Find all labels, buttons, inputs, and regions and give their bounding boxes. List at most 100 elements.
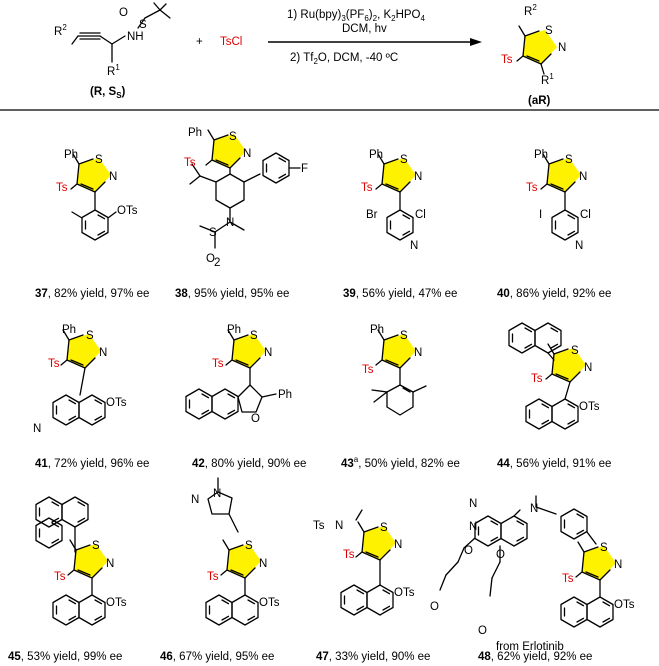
caption-38: 38, 95% yield, 95% ee: [175, 288, 289, 300]
svg-text:OTs: OTs: [106, 597, 127, 609]
caption-46: 46, 67% yield, 95% ee: [160, 651, 274, 663]
caption-39: 39, 56% yield, 47% ee: [343, 288, 457, 300]
caption-37: 37, 82% yield, 97% ee: [35, 288, 149, 300]
svg-text:O: O: [478, 625, 487, 637]
svg-text:O: O: [206, 253, 215, 265]
svg-text:Ts: Ts: [361, 182, 373, 194]
compound-48: N N N O O O O S N Ts OTs: [430, 495, 635, 637]
svg-text:S: S: [600, 542, 608, 554]
svg-text:Ph: Ph: [188, 127, 202, 139]
compound-40: Ph S N Ts I Cl N: [526, 149, 591, 252]
svg-text:S: S: [250, 330, 258, 342]
sulfinyl-s-label: S: [139, 19, 147, 31]
svg-text:Ts: Ts: [313, 520, 325, 532]
product-ts: Ts: [501, 54, 513, 66]
svg-text:S: S: [229, 131, 237, 143]
svg-text:Ts: Ts: [56, 182, 68, 194]
compound-44: S N Ts OTs: [508, 322, 600, 430]
svg-text:N: N: [226, 217, 234, 229]
svg-text:Ts: Ts: [343, 549, 355, 561]
condition-1b: DCM, hv: [342, 23, 387, 35]
svg-text:Ts: Ts: [531, 373, 543, 385]
reactant-stereo-label: (R, SS): [90, 86, 126, 100]
svg-text:N: N: [335, 520, 343, 532]
condition-2: 2) Tf2O, DCM, -40 ºC: [290, 52, 398, 66]
svg-text:N: N: [575, 240, 583, 252]
svg-text:Ts: Ts: [212, 358, 224, 370]
svg-text:Ts: Ts: [562, 573, 574, 585]
svg-text:Ts: Ts: [526, 182, 538, 194]
svg-text:I: I: [539, 209, 542, 221]
arrow-head: [470, 38, 482, 46]
svg-text:Ph: Ph: [370, 324, 384, 336]
r1-label: R1: [107, 63, 120, 78]
compound-37: Ph S N Ts OTs: [56, 149, 138, 241]
svg-text:N: N: [614, 559, 622, 571]
svg-text:Cl: Cl: [580, 209, 591, 221]
svg-text:Ts: Ts: [362, 364, 374, 376]
svg-text:S: S: [380, 522, 388, 534]
compound-43: Ph S N Ts: [362, 324, 427, 416]
svg-text:Ts: Ts: [207, 571, 219, 583]
svg-text:S: S: [86, 330, 94, 342]
compound-45: S N Ts OTs: [35, 496, 127, 626]
svg-text:N: N: [243, 148, 251, 160]
caption-48: 48, 62% yield, 92% ee: [478, 651, 592, 663]
svg-text:S: S: [209, 227, 217, 239]
compound-42: Ph S N Ts Ph O: [185, 324, 292, 425]
svg-text:2: 2: [214, 257, 220, 269]
svg-text:OTs: OTs: [259, 597, 280, 609]
svg-text:N: N: [191, 494, 199, 506]
svg-text:OTs: OTs: [614, 599, 635, 611]
product-label: (aR): [528, 95, 551, 107]
svg-text:N: N: [410, 240, 418, 252]
svg-text:N: N: [530, 503, 538, 515]
compound-38: Ph S N Ts F N S O 2: [184, 127, 308, 269]
svg-text:N: N: [213, 488, 221, 500]
svg-text:S: S: [400, 154, 408, 166]
svg-text:N: N: [109, 171, 117, 183]
product-n: N: [558, 42, 566, 54]
svg-text:Ts: Ts: [184, 157, 196, 169]
svg-text:Ph: Ph: [278, 389, 292, 401]
svg-text:Ph: Ph: [64, 149, 78, 161]
compound-41: Ph S N Ts OTs N: [33, 324, 127, 435]
svg-text:S: S: [245, 540, 253, 552]
svg-text:N: N: [469, 521, 477, 533]
svg-text:O: O: [496, 549, 505, 561]
svg-text:Ts: Ts: [54, 571, 66, 583]
erlotinib-note: from Erlotinib: [496, 641, 564, 653]
svg-text:OTs: OTs: [394, 587, 415, 599]
svg-text:S: S: [400, 330, 408, 342]
svg-text:N: N: [33, 423, 41, 435]
caption-45: 45, 53% yield, 99% ee: [8, 651, 122, 663]
svg-text:Ph: Ph: [62, 324, 76, 336]
svg-text:Br: Br: [366, 209, 378, 221]
svg-text:S: S: [92, 540, 100, 552]
compound-46: N N S N Ts OTs: [191, 477, 280, 626]
nh-label: NH: [127, 31, 144, 43]
svg-text:N: N: [106, 558, 114, 570]
svg-text:N: N: [579, 171, 587, 183]
svg-text:F: F: [301, 163, 308, 175]
svg-text:N: N: [584, 362, 592, 374]
product-r1: R1: [541, 72, 554, 87]
svg-text:N: N: [99, 347, 107, 359]
svg-text:S: S: [565, 154, 573, 166]
svg-text:N: N: [264, 347, 272, 359]
r2-label: R2: [54, 23, 67, 38]
svg-text:Ph: Ph: [369, 149, 383, 161]
svg-text:S: S: [95, 154, 103, 166]
sulfinyl-o-label: O: [119, 7, 128, 19]
caption-40: 40, 86% yield, 92% ee: [497, 288, 611, 300]
reaction-scheme: R2 O S NH R1 (R, SS) + TsCl 1) Ru(bpy)3(…: [0, 2, 659, 111]
svg-text:N: N: [259, 558, 267, 570]
caption-47: 47, 33% yield, 90% ee: [316, 651, 430, 663]
product-r2: R2: [524, 3, 537, 18]
svg-text:O: O: [251, 413, 260, 425]
tscl-label: TsCl: [220, 36, 242, 48]
svg-text:N: N: [469, 498, 477, 510]
svg-text:OTs: OTs: [117, 205, 138, 217]
